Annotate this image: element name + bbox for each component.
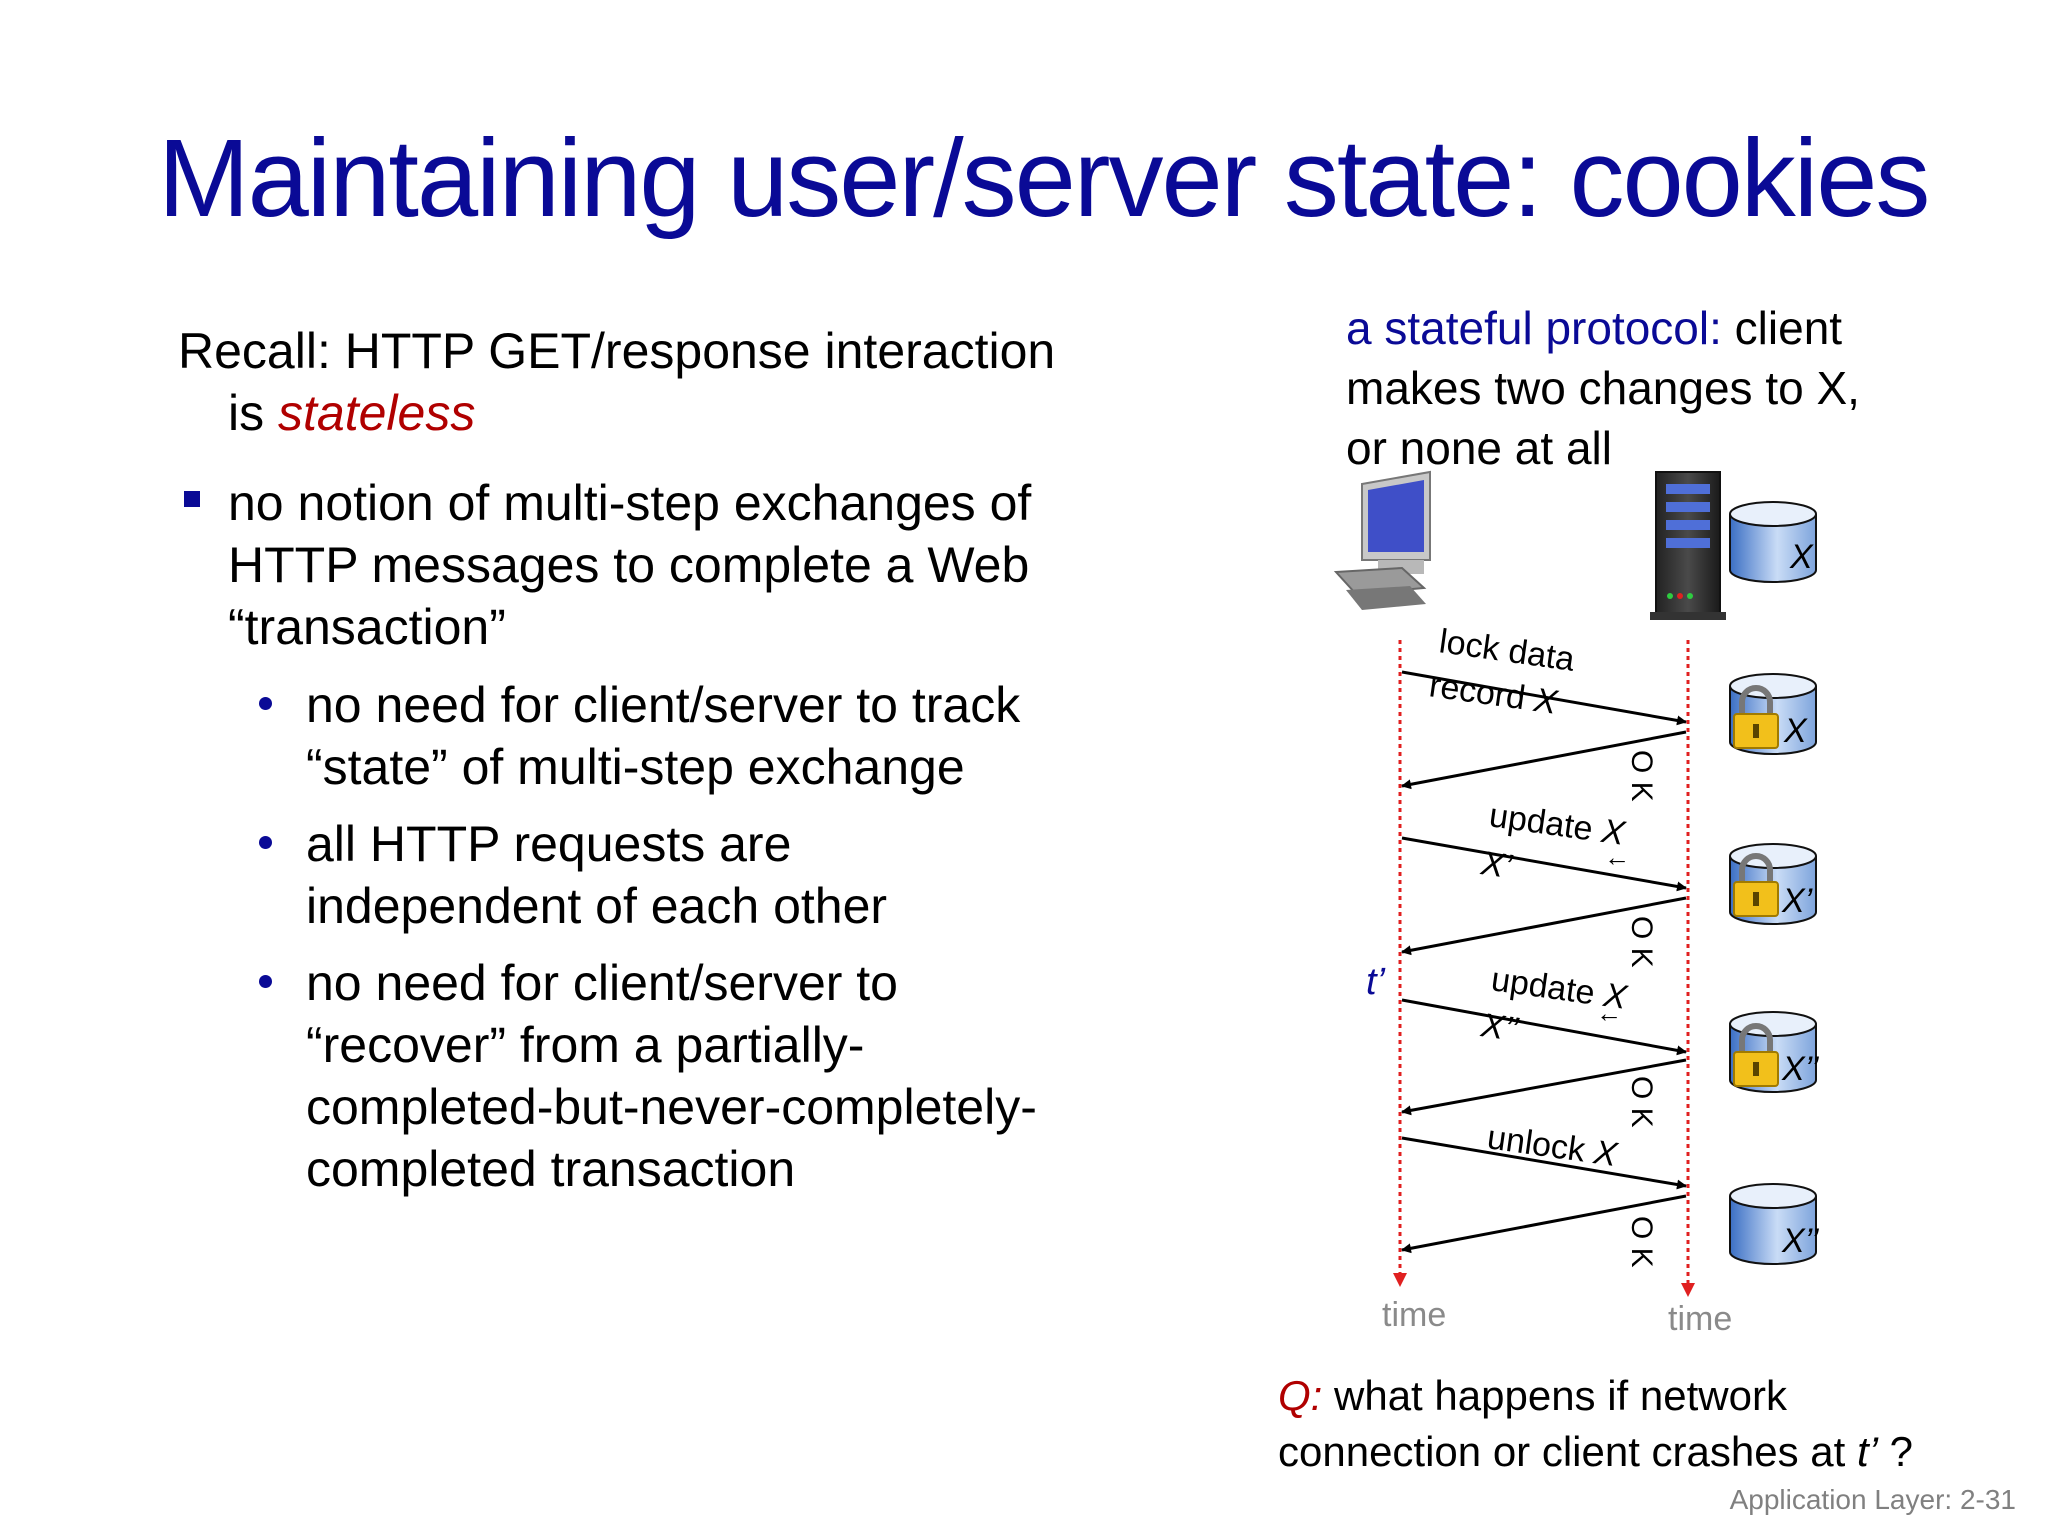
- stateful-prefix: a stateful protocol:: [1346, 302, 1722, 354]
- bullet-square-icon: [184, 491, 200, 507]
- sub-3-line-1: no need for client/server to: [306, 955, 898, 1011]
- msg-unlock-label: unlock X: [1485, 1118, 1621, 1174]
- stateful-line-3: or none at all: [1346, 422, 1612, 474]
- sub-3-line-3: completed-but-never-completely-: [306, 1079, 1037, 1135]
- lock-icon: [1733, 685, 1779, 749]
- db-label-1: X: [1789, 538, 1814, 576]
- question-q: Q:: [1278, 1372, 1323, 1419]
- question-end: ?: [1877, 1428, 1914, 1475]
- computer-icon: [1333, 470, 1431, 610]
- sub-2-line-1: all HTTP requests are: [306, 816, 792, 872]
- server-icon: [1650, 471, 1726, 620]
- bullet-1-line-3: “transaction”: [228, 599, 506, 655]
- db-label-4: X’’: [1781, 1050, 1819, 1088]
- stateful-line-1: a stateful protocol: client: [1346, 298, 1860, 358]
- ok-label-4: O K: [1625, 1216, 1658, 1268]
- t-prime-label: t’: [1366, 961, 1386, 1003]
- ok-label-3: O K: [1625, 1076, 1658, 1128]
- question-text-1: what happens if network: [1322, 1372, 1787, 1419]
- sub-1-line-1: no need for client/server to track: [306, 677, 1021, 733]
- db-label-3: X’: [1781, 882, 1813, 920]
- msg-arrow-update-2: [1401, 998, 1687, 1056]
- sub-1-line-2: “state” of multi-step exchange: [306, 739, 965, 795]
- bullet-dot-icon: [259, 836, 272, 849]
- msg-lock-label-2: record X: [1427, 666, 1561, 722]
- bullet-1-line-1: no notion of multi-step exchanges of: [228, 475, 1032, 531]
- stateless-word: stateless: [278, 385, 476, 441]
- bullet-dot-icon: [259, 975, 272, 988]
- sub-3-line-4: completed transaction: [306, 1141, 796, 1197]
- assign-arrow-1: ←: [1604, 842, 1630, 872]
- recall-line: Recall: HTTP GET/response interaction: [178, 323, 1056, 379]
- msg-arrow-update-1: [1401, 836, 1687, 892]
- msg-arrow-lock: [1401, 670, 1687, 726]
- slide-footer: Application Layer: 2-31: [1729, 1484, 2016, 1515]
- db-label-5: X’’: [1781, 1222, 1819, 1260]
- ok-arrow-1: [1401, 730, 1687, 790]
- recall-line-2: is stateless: [228, 382, 475, 444]
- question-block: Q: what happens if network connection or…: [1278, 1368, 1913, 1480]
- bullet-1-line-2: HTTP messages to complete a Web: [228, 537, 1030, 593]
- slide-title: Maintaining user/server state: cookies: [158, 117, 1930, 240]
- bullet-dot-icon: [259, 697, 272, 710]
- sub-2-line-2: independent of each other: [306, 878, 888, 934]
- db-label-2: X: [1783, 712, 1808, 750]
- msg-arrow-unlock: [1401, 1136, 1687, 1190]
- database-icon: [1729, 501, 1817, 583]
- recall-is: is: [228, 385, 265, 441]
- stateful-line-2: makes two changes to X,: [1346, 362, 1860, 414]
- time-label-server: time: [1668, 1300, 1732, 1338]
- assign-arrow-2: ←: [1596, 998, 1622, 1028]
- question-line-1: Q: what happens if network: [1278, 1368, 1913, 1424]
- question-line-2: connection or client crashes at t’ ?: [1278, 1424, 1913, 1480]
- database-icon: [1729, 1183, 1817, 1265]
- stateful-description: a stateful protocol: client makes two ch…: [1346, 298, 1860, 478]
- ok-arrow-3: [1401, 1058, 1687, 1116]
- ok-label-2: O K: [1625, 916, 1658, 968]
- lock-icon: [1733, 1023, 1779, 1087]
- msg-update-2-value: X’’: [1478, 1006, 1521, 1049]
- sub-3-line-2: “recover” from a partially-: [306, 1017, 865, 1073]
- ok-arrow-4: [1401, 1194, 1687, 1254]
- ok-arrow-2: [1401, 896, 1687, 956]
- stateful-rest: client: [1721, 302, 1843, 354]
- question-text-2: connection or client crashes at: [1278, 1428, 1846, 1475]
- lock-icon: [1733, 853, 1779, 917]
- msg-update-1-value: X’: [1478, 844, 1515, 886]
- time-label-client: time: [1382, 1296, 1446, 1334]
- question-tprime: t’: [1856, 1428, 1878, 1475]
- ok-label-1: O K: [1625, 750, 1658, 802]
